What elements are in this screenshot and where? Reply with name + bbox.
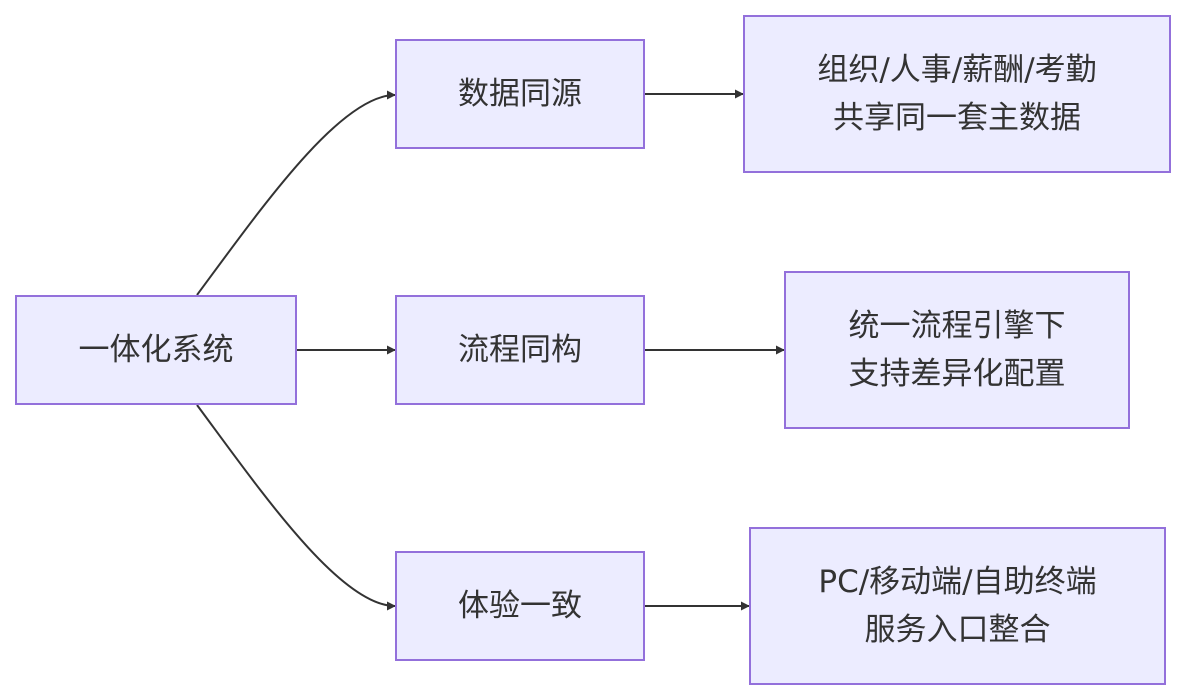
node-process[interactable]: 流程同构 — [395, 295, 645, 405]
node-line: PC/移动端/自助终端 — [818, 564, 1097, 600]
node-label: 一体化系统 — [78, 332, 234, 368]
node-experience-detail[interactable]: PC/移动端/自助终端 服务入口整合 — [749, 527, 1166, 685]
node-experience[interactable]: 体验一致 — [395, 551, 645, 661]
node-label: 流程同构 — [458, 332, 582, 368]
node-line: 服务入口整合 — [864, 612, 1051, 648]
edge-root-to-data-source — [196, 90, 396, 296]
node-data-source-detail[interactable]: 组织/人事/薪酬/考勤 共享同一套主数据 — [743, 15, 1171, 173]
node-line: 统一流程引擎下 — [848, 308, 1066, 344]
node-data-source[interactable]: 数据同源 — [395, 39, 645, 149]
node-label: 体验一致 — [458, 588, 582, 624]
node-label: 数据同源 — [458, 76, 582, 112]
node-line: 组织/人事/薪酬/考勤 — [817, 52, 1097, 88]
edge-root-to-experience — [196, 404, 396, 611]
node-line: 支持差异化配置 — [848, 356, 1066, 392]
node-integrated-system[interactable]: 一体化系统 — [15, 295, 297, 405]
node-process-detail[interactable]: 统一流程引擎下 支持差异化配置 — [784, 271, 1130, 429]
node-line: 共享同一套主数据 — [833, 100, 1081, 136]
